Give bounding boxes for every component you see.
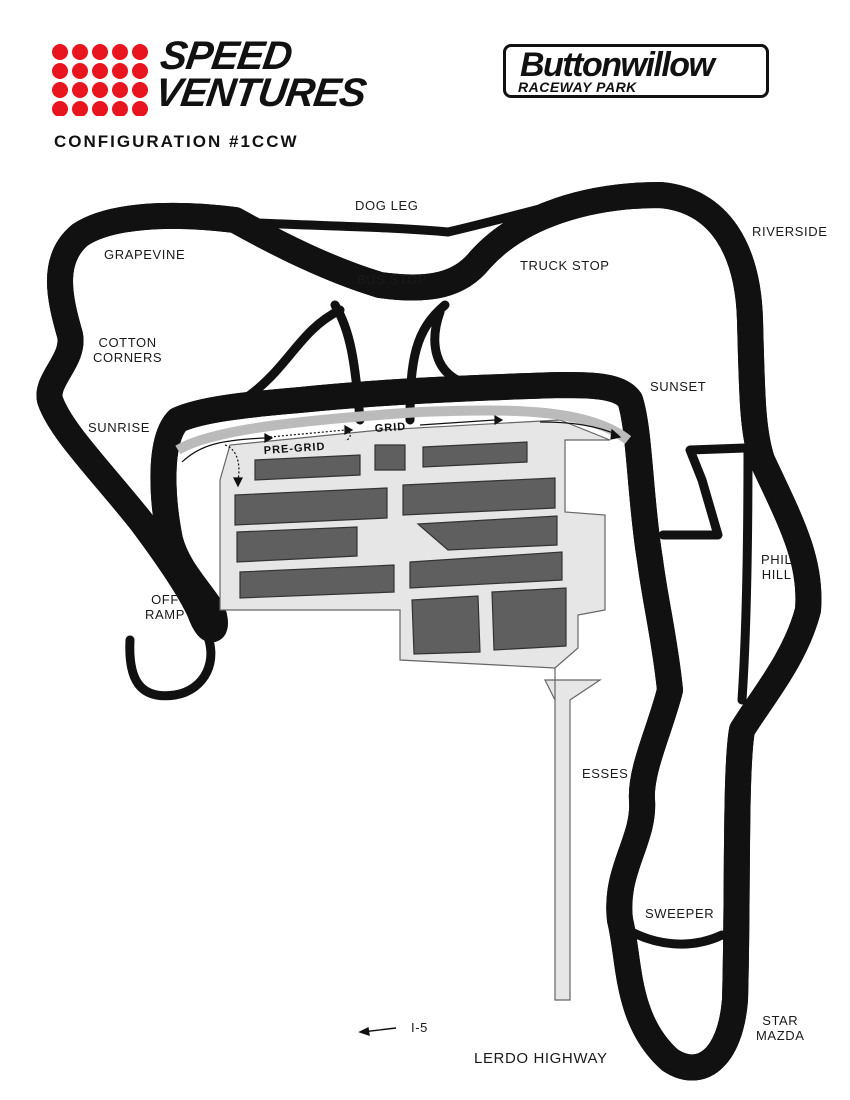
brand-dot bbox=[92, 63, 108, 79]
building bbox=[411, 595, 481, 655]
esses-access-road bbox=[544, 668, 602, 1001]
brand-dot bbox=[72, 44, 88, 60]
turn-label-bus-stop: BUS STOP bbox=[357, 272, 428, 287]
turn-label-truck-stop: TRUCK STOP bbox=[520, 258, 610, 273]
brand-dot bbox=[92, 44, 108, 60]
turn-label-sunrise: SUNRISE bbox=[88, 420, 150, 435]
building bbox=[491, 587, 567, 651]
brand-dot bbox=[92, 101, 108, 117]
configuration-title: CONFIGURATION #1CCW bbox=[54, 132, 299, 151]
brand-dot bbox=[112, 63, 128, 79]
building bbox=[409, 551, 563, 589]
venue-name: Buttonwillow bbox=[520, 46, 715, 84]
turn-label-grapevine: GRAPEVINE bbox=[104, 247, 186, 262]
building bbox=[422, 441, 528, 468]
building bbox=[254, 454, 361, 481]
grid-label: GRID bbox=[374, 421, 406, 435]
brand-dot bbox=[112, 44, 128, 60]
building bbox=[374, 444, 406, 471]
brand-dot bbox=[52, 44, 68, 60]
building bbox=[416, 515, 558, 551]
road-label-i5: I-5 bbox=[411, 1020, 428, 1035]
brand-dot bbox=[132, 44, 148, 60]
brand-dot bbox=[132, 63, 148, 79]
turn-label-dog-leg: DOG LEG bbox=[355, 198, 419, 213]
buttonwillow-logo: Buttonwillow RACEWAY PARK bbox=[503, 44, 769, 98]
brand-dot bbox=[112, 82, 128, 98]
brand-dot bbox=[52, 82, 68, 98]
turn-label-cotton-corners: COTTON CORNERS bbox=[93, 335, 163, 365]
turn-label-phil-hill: PHIL HILL bbox=[761, 552, 793, 582]
turn-label-riverside: RIVERSIDE bbox=[752, 224, 828, 239]
turn-label-off-ramp: OFF RAMP bbox=[145, 592, 185, 622]
building bbox=[239, 564, 395, 599]
turn-label-star-mazda: STAR MAZDA bbox=[756, 1013, 805, 1043]
turn-label-esses: ESSES bbox=[582, 766, 629, 781]
brand-dot bbox=[132, 101, 148, 117]
brand-dot bbox=[132, 82, 148, 98]
brand-dot bbox=[52, 101, 68, 117]
pre-grid-label: PRE-GRID bbox=[263, 441, 325, 457]
brand-dot bbox=[72, 101, 88, 117]
brand-dot bbox=[112, 101, 128, 117]
turn-label-sunset: SUNSET bbox=[650, 379, 707, 394]
paddock-flow-arrows bbox=[181, 414, 622, 488]
building bbox=[402, 477, 556, 516]
brand-dot bbox=[52, 63, 68, 79]
main-circuit bbox=[49, 182, 808, 1068]
brand-dot bbox=[72, 63, 88, 79]
turn-label-sweeper: SWEEPER bbox=[645, 906, 715, 921]
road-label-lerdo-highway: LERDO HIGHWAY bbox=[474, 1050, 608, 1067]
i5-direction-arrow bbox=[358, 1026, 397, 1037]
brand-dot bbox=[72, 82, 88, 98]
speed-ventures-dots-logo bbox=[52, 44, 160, 121]
paddock-buildings bbox=[234, 441, 567, 655]
building bbox=[234, 487, 388, 526]
venue-subtitle: RACEWAY PARK bbox=[518, 79, 637, 95]
building bbox=[236, 526, 358, 563]
brand-dot bbox=[92, 82, 108, 98]
